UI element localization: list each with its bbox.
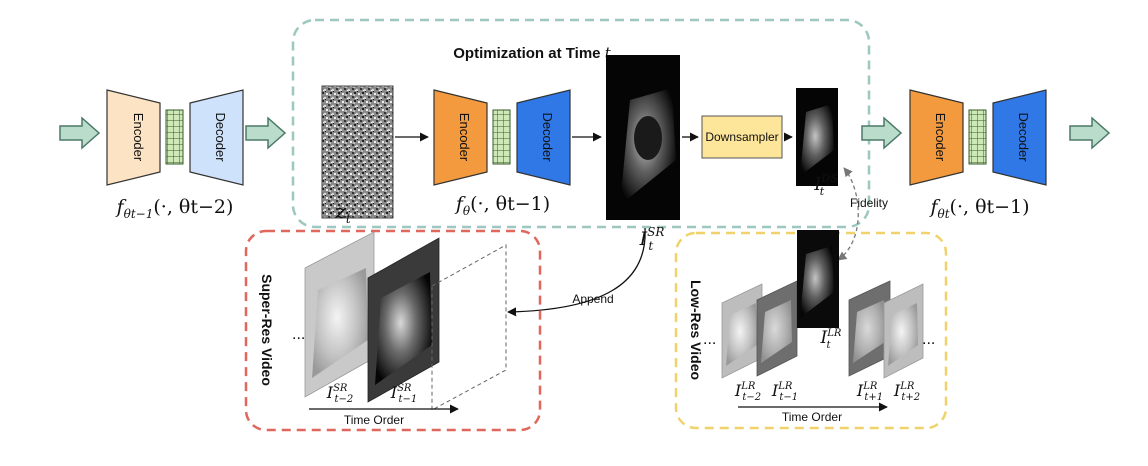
flow-arrow-in <box>59 116 101 150</box>
param-label-center: fθ(·, θt−1) <box>454 193 550 218</box>
encoder-block-right <box>909 89 964 186</box>
fidelity-edge <box>837 167 859 261</box>
decoder-label-left: Decoder <box>213 112 228 162</box>
noise-label: zt <box>334 199 351 226</box>
lr-video-box <box>674 231 948 430</box>
optimization-title: Optimization at Time t <box>453 44 611 62</box>
latent-code-left <box>165 109 184 165</box>
param-label-left: fθt−1(·, θt−2) <box>115 196 234 221</box>
autoencoder-previous: Encoder Decoder <box>106 89 244 186</box>
decoder-block-right <box>992 89 1047 186</box>
sr-video-ellipsis: ... <box>292 326 305 343</box>
encoder-label-center: Encoder <box>457 113 472 162</box>
encoder-block-center <box>433 89 488 186</box>
sr-video-title: Super-Res Video <box>259 274 275 386</box>
lr-frame-t <box>797 230 839 328</box>
decoder-label-right: Decoder <box>1016 112 1031 162</box>
decoder-label-center: Decoder <box>540 112 555 162</box>
append-label: Append <box>572 292 613 306</box>
autoencoder-current: Encoder Decoder <box>433 89 571 186</box>
autoencoder-next: Encoder Decoder <box>909 89 1047 186</box>
lr-frame-t+1 <box>848 280 891 377</box>
lr-frame-t-2 <box>721 283 763 379</box>
lr-time-axis-label: Time Order <box>782 410 842 424</box>
append-edge <box>507 227 646 317</box>
sr-frame-placeholder <box>431 244 507 411</box>
flow-arrow-out <box>1069 116 1111 150</box>
lr-frame-t-1 <box>756 280 798 377</box>
decoder-block-center <box>516 89 571 186</box>
encoder-label-right: Encoder <box>933 113 948 162</box>
noise-input <box>321 85 394 219</box>
ds-image <box>796 88 838 186</box>
sr-frame-t-1 <box>367 237 440 403</box>
lr-video-ellipsis-left: ... <box>703 331 716 348</box>
lr-frame-t+2 <box>883 283 924 379</box>
downsampler-block <box>701 115 783 159</box>
encoder-block-left <box>106 89 161 186</box>
sr-output-image <box>606 55 680 220</box>
lr-video-title: Low-Res Video <box>688 280 704 380</box>
sr-video-box <box>244 229 542 432</box>
fidelity-label: Fidelity <box>850 196 888 210</box>
sr-time-axis-label: Time Order <box>344 413 404 427</box>
param-label-right: fθt(·, θt−1) <box>928 196 1029 221</box>
encoder-label-left: Encoder <box>131 113 146 162</box>
lr-video-ellipsis-right: ... <box>922 331 935 348</box>
downsampler-label: Downsampler <box>705 130 778 144</box>
latent-code-right <box>968 109 987 165</box>
flow-arrow-from-optim <box>861 116 903 150</box>
flow-arrow-to-optim <box>245 116 287 150</box>
optimization-box <box>291 18 871 229</box>
latent-code-center <box>492 109 511 165</box>
sr-frame-t-2 <box>304 231 375 398</box>
decoder-block-left <box>189 89 244 186</box>
